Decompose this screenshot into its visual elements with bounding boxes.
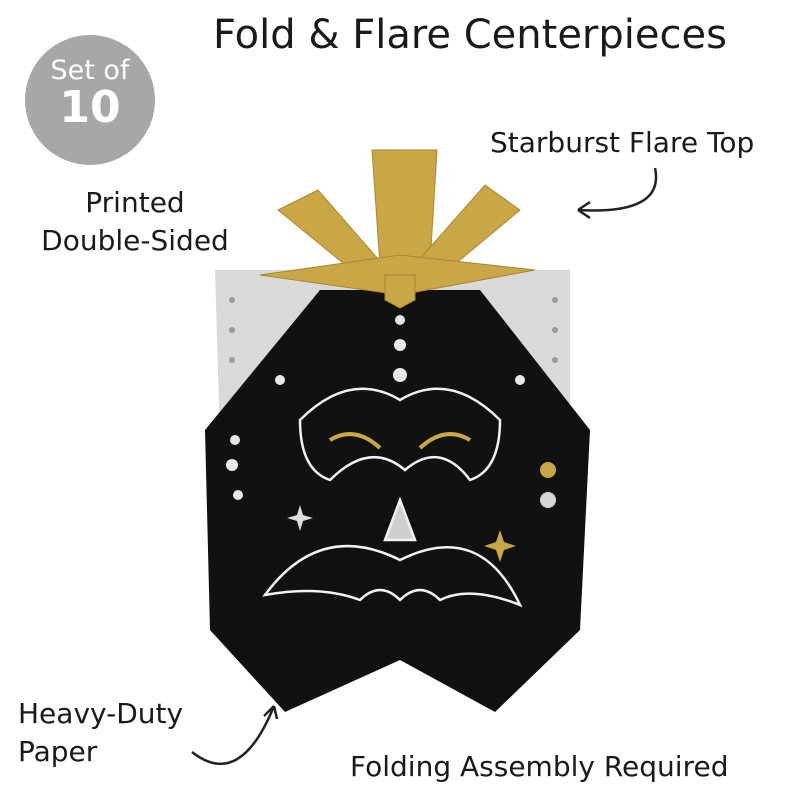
arrow-heavy-duty <box>191 705 276 766</box>
mask-lower <box>262 496 523 608</box>
starburst-flare-top <box>259 149 536 309</box>
callout-printed-line2: Double-Sided <box>41 224 229 257</box>
page-title: Fold & Flare Centerpieces <box>213 12 727 58</box>
callout-printed: Printed Double-Sided <box>20 184 250 260</box>
callout-heavy-line1: Heavy-Duty <box>18 697 184 730</box>
set-count-badge: Set of 10 <box>25 35 155 165</box>
front-panel <box>205 290 590 712</box>
badge-count: 10 <box>59 82 121 133</box>
mask-upper <box>298 387 502 482</box>
badge-label: Set of <box>50 55 130 86</box>
callout-heavy-line2: Paper <box>18 735 98 768</box>
sparkle-icons <box>287 505 516 562</box>
arrow-starburst <box>577 167 658 212</box>
back-panel-dots <box>229 297 558 363</box>
callout-printed-line1: Printed <box>85 186 185 219</box>
dot-strands <box>226 315 556 508</box>
callout-folding: Folding Assembly Required <box>350 750 729 783</box>
callout-heavy-duty: Heavy-Duty Paper <box>18 695 183 771</box>
callout-starburst: Starburst Flare Top <box>490 126 755 159</box>
